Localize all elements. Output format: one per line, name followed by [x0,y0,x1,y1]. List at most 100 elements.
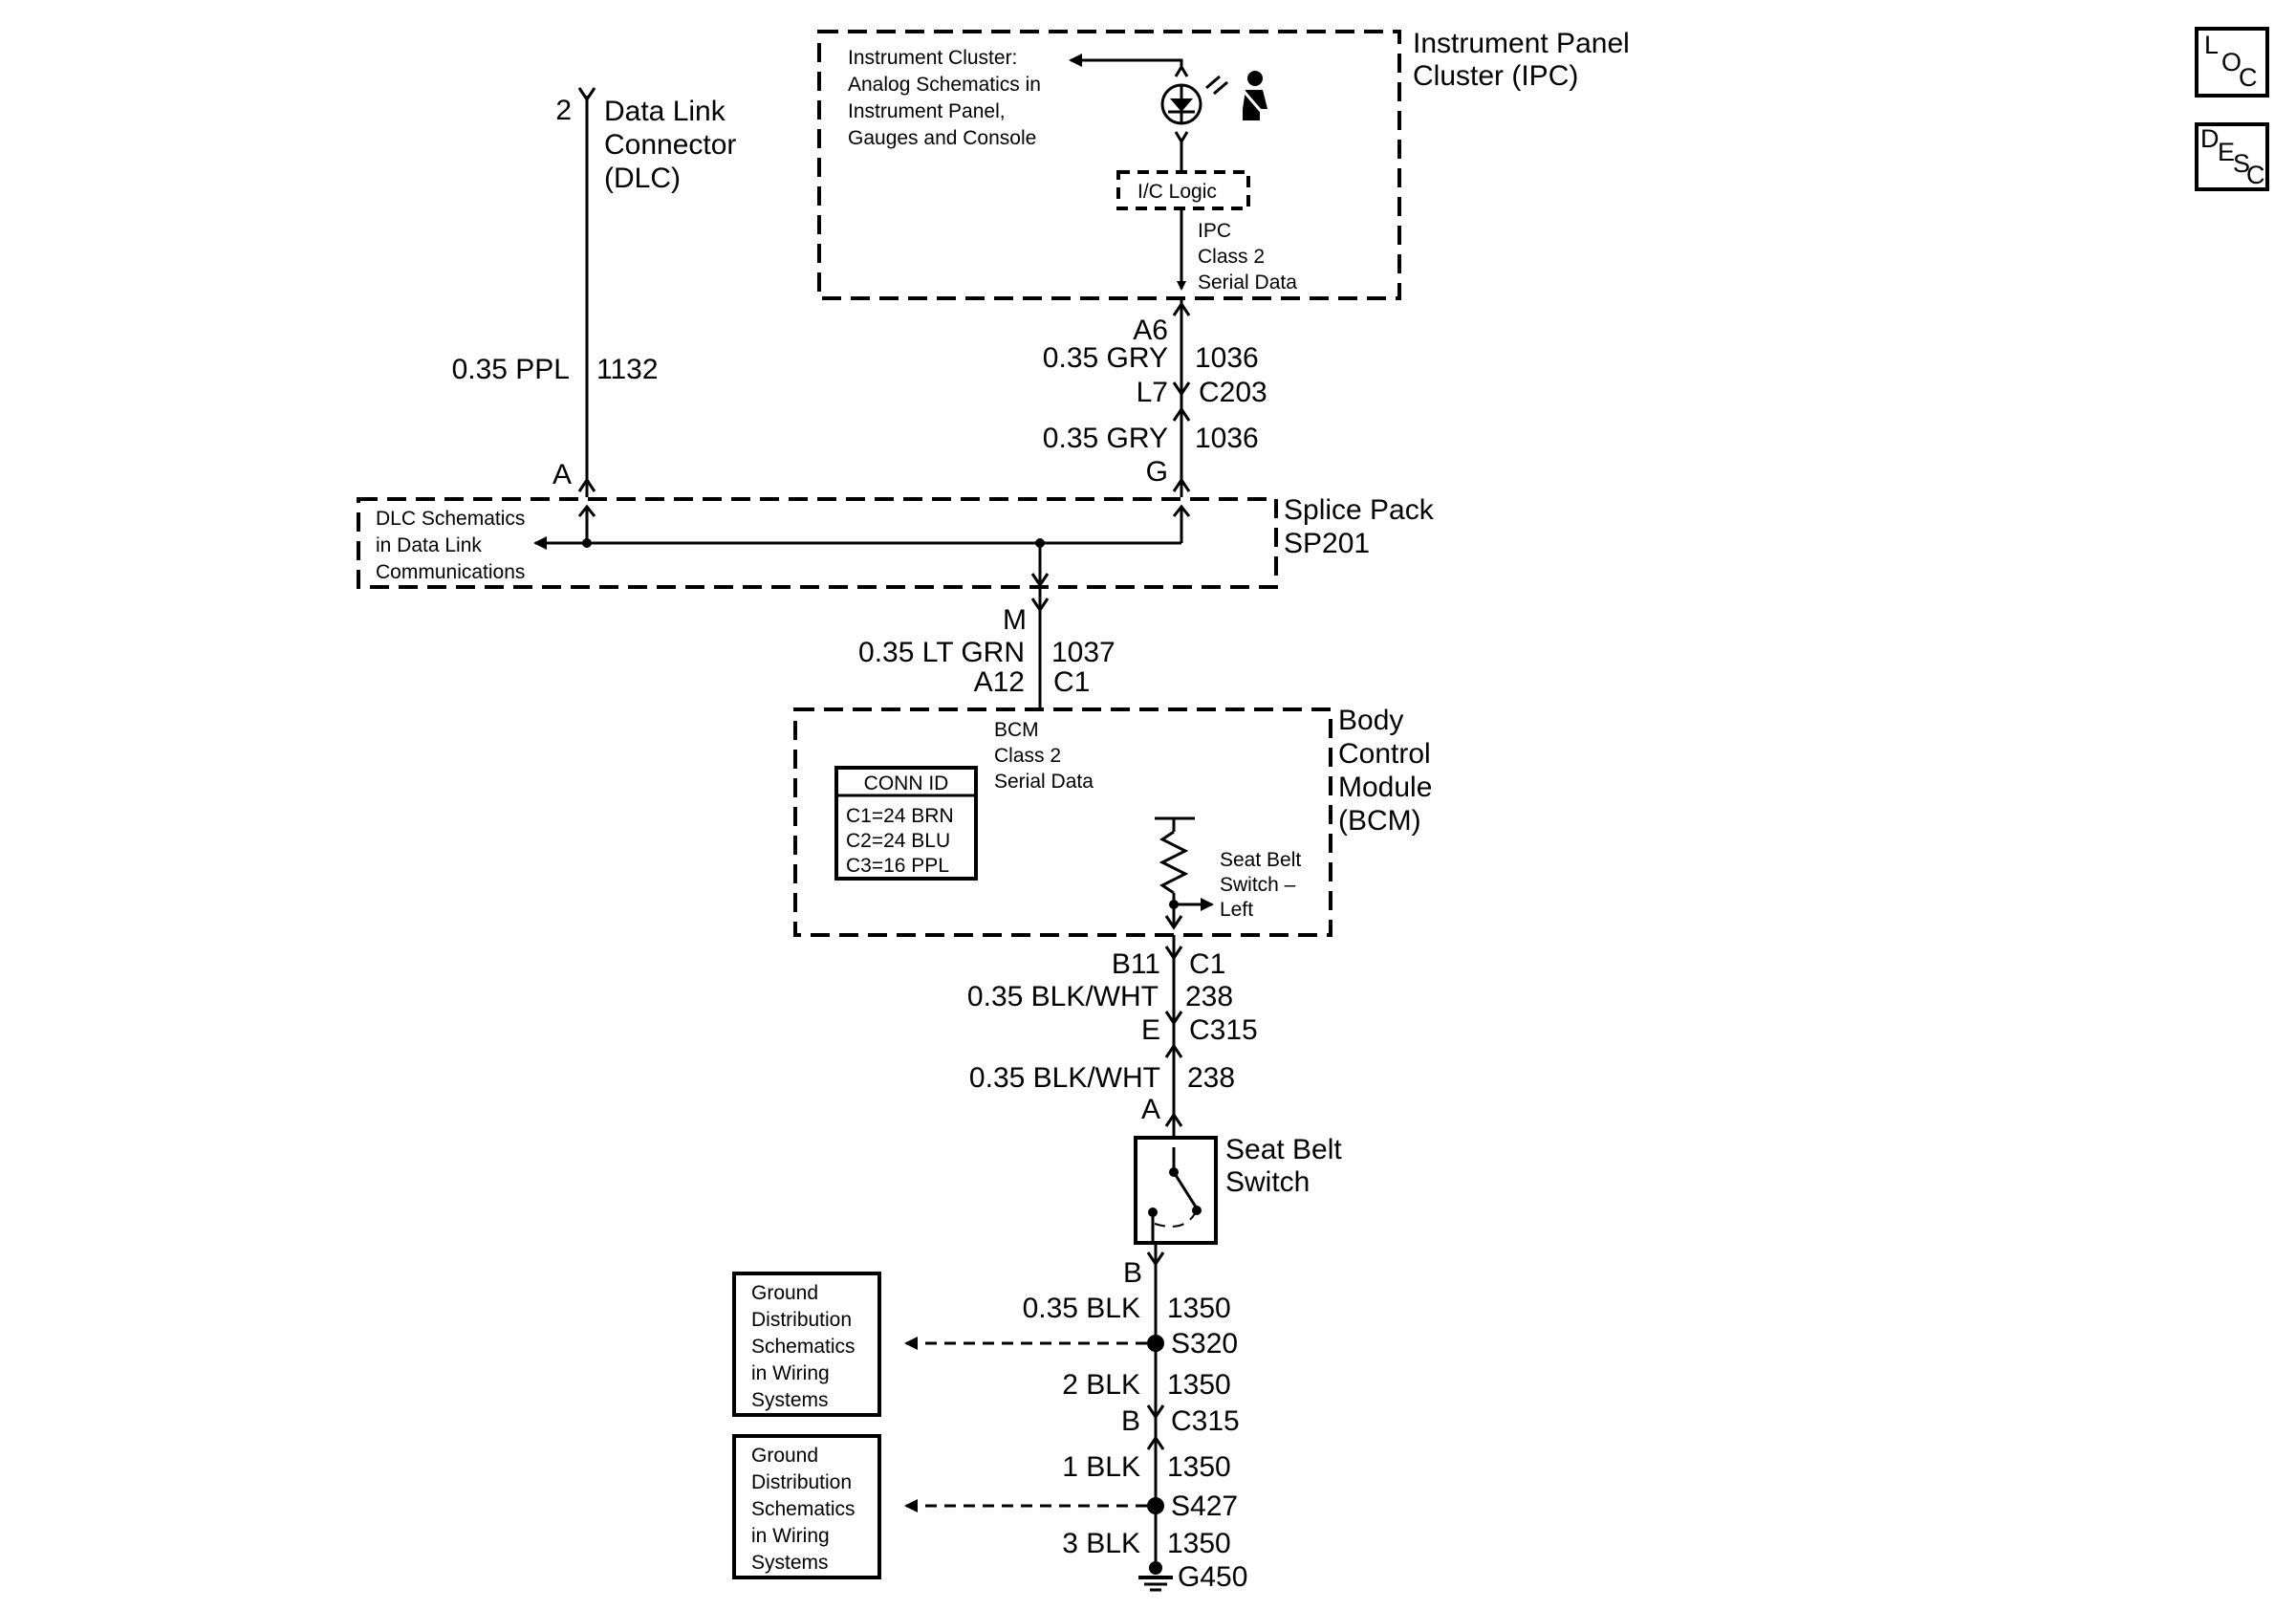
dlc-wire-color: 0.35 PPL [452,354,570,385]
ic-logic-block [1116,170,1250,210]
conn-id-c1: C1=24 BRN [846,805,954,827]
belt-conn-c1: C1 [1189,948,1225,980]
bcm-title-line4: (BCM) [1338,805,1421,837]
ref2-line1: Ground [751,1445,818,1467]
bcm-data-label-line2: Class 2 [994,745,1061,767]
splice-boundary [357,497,1278,589]
gnd-circuit-4: 1350 [1167,1528,1231,1559]
desc-letter-e: E [2218,138,2235,166]
seatbelt-wire: B11 C1 0.35 BLK/WHT 238 E C315 0.35 BLK/… [967,935,1258,1138]
gnd-g450: G450 [1178,1561,1247,1593]
conn-id-title: CONN ID [864,772,949,794]
gnd-circuit-2: 1350 [1167,1369,1231,1401]
bcm-boundary [793,707,1332,937]
splice-note-line3: Communications [376,561,525,583]
ref2-line2: Distribution [751,1471,852,1493]
ipc-circuit-1: 1036 [1195,342,1259,374]
ipc-note-line1: Instrument Cluster: [848,47,1017,69]
switch-body [1134,1136,1218,1245]
ipc-wire: A6 0.35 GRY 1036 L7 C203 0.35 GRY 1036 G [1043,298,1267,497]
bcm-title-line2: Control [1338,738,1431,770]
loc-letter-c: C [2239,63,2258,92]
ipc-circuit-2: 1036 [1195,423,1259,454]
desc-letter-d: D [2200,124,2220,153]
desc-button[interactable]: D E S C [2195,122,2269,191]
loc-button[interactable]: L O C [2195,27,2269,98]
dlc-circuit: 1132 [596,354,659,385]
dlc-title-line3: (DLC) [604,163,681,194]
belt-circuit-2: 238 [1187,1062,1235,1094]
ipc-pin-a6: A6 [1133,315,1168,346]
gnd-circuit-1: 1350 [1167,1293,1231,1324]
dlc-terminal-a: A [552,459,572,490]
ground-wire: B 0.35 BLK 1350 S320 2 BLK 1350 B C315 1… [904,1243,1247,1593]
ref2-line4: in Wiring [751,1525,830,1547]
ipc-note-arrow [1069,54,1183,67]
desc-letter-c: C [2246,161,2265,189]
ref1-line5: Systems [751,1389,829,1411]
bcm-data-label-line3: Serial Data [994,771,1094,793]
ipc-title-line1: Instrument Panel [1413,28,1630,59]
bcm-title-line1: Body [1338,705,1403,736]
pullup-resistor-icon [1155,816,1214,930]
ipc-note-line3: Instrument Panel, [848,100,1006,122]
ipc-note-line2: Analog Schematics in [848,74,1041,96]
bcm-wire-color: 0.35 LT GRN [858,637,1025,668]
bcm-pin-a12: A12 [974,666,1025,698]
bcm-wire: M 0.35 LT GRN 1037 A12 C1 [858,587,1116,707]
switch-label-line2: Switch – [1220,874,1296,896]
splice-title-line2: SP201 [1284,528,1370,559]
conn-id-table: CONN ID C1=24 BRN C2=24 BLU C3=16 PPL [834,766,978,881]
gnd-splice-s427: S427 [1171,1490,1238,1522]
splice-s320-dot [1147,1335,1164,1352]
ipc-boundary [817,30,1401,300]
bcm-pin-m: M [1003,604,1027,636]
bcm-circuit: 1037 [1051,637,1116,668]
belt-circuit-1: 238 [1185,981,1233,1012]
ipc-note-line4: Gauges and Console [848,127,1036,149]
ref2-line3: Schematics [751,1498,856,1520]
splice-note-line2: in Data Link [376,534,482,556]
ipc-conn-c203: C203 [1199,377,1267,408]
ref1-line4: in Wiring [751,1362,830,1384]
belt-conn-c315: C315 [1189,1014,1258,1046]
switch-title-line2: Switch [1225,1166,1310,1198]
gnd-splice-s320: S320 [1171,1328,1238,1360]
ground-ref-box-1: Ground Distribution Schematics in Wiring… [732,1272,881,1417]
bcm-conn-c1: C1 [1053,666,1090,698]
splice-title-line1: Splice Pack [1284,494,1435,526]
belt-wire-color-2: 0.35 BLK/WHT [969,1062,1160,1094]
ref2-line5: Systems [751,1552,829,1574]
dlc-pin-2: 2 [555,95,572,126]
gnd-pin-b: B [1123,1257,1142,1289]
switch-title-line1: Seat Belt [1225,1134,1342,1165]
conn-id-c3: C3=16 PPL [846,855,949,877]
conn-id-c2: C2=24 BLU [846,830,950,852]
gnd-conn-c315: C315 [1171,1405,1240,1437]
dlc-title-line1: Data Link [604,96,726,127]
belt-pin-b11: B11 [1112,948,1160,980]
ipc-pin-l7: L7 [1137,377,1168,408]
gnd-wire-color-2: 2 BLK [1062,1369,1140,1401]
splice-pack-sp201: Splice Pack SP201 DLC Schematics in Data… [357,494,1435,589]
ref1-line3: Schematics [751,1336,856,1358]
ic-logic-label: I/C Logic [1137,181,1217,203]
switch-contact-icon [1172,1171,1199,1209]
gnd-pin-b2: B [1121,1405,1140,1437]
ipc-data-label-line1: IPC [1198,220,1231,242]
splice-note-line1: DLC Schematics [376,508,525,530]
switch-label-line3: Left [1220,899,1253,921]
ref1-line1: Ground [751,1282,818,1304]
desc-letter-s: S [2233,149,2250,178]
ipc-data-label-line3: Serial Data [1198,272,1297,294]
ipc-module: Instrument Panel Cluster (IPC) Instrumen… [817,28,1630,300]
bcm-module: Body Control Module (BCM) BCM Class 2 Se… [793,705,1432,937]
ipc-wire-color-1: 0.35 GRY [1043,342,1168,374]
bcm-data-label-line1: BCM [994,719,1039,741]
loc-letter-o: O [2221,48,2242,76]
ipc-pin-g: G [1146,456,1168,488]
ground-ref-box-2: Ground Distribution Schematics in Wiring… [732,1434,881,1579]
gnd-wire-color-3: 1 BLK [1062,1451,1140,1483]
ipc-title-line2: Cluster (IPC) [1413,60,1578,92]
